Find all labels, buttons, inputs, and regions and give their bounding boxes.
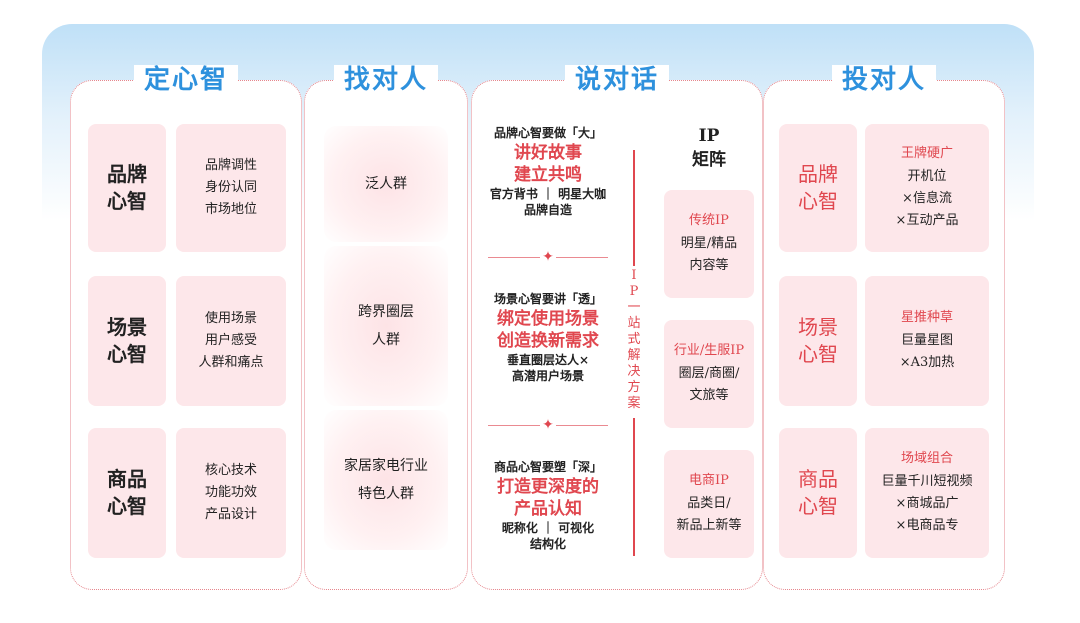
speak-slogan: 产品认知 xyxy=(514,499,582,519)
column-title-speak: 说对话 xyxy=(471,60,763,100)
mind-point: 用户感受 xyxy=(204,333,257,348)
audience-line: 特色人群 xyxy=(358,486,414,502)
mind-points-card-scene: 使用场景 用户感受 人群和痛点 xyxy=(176,276,286,406)
mind-point: 核心技术 xyxy=(204,463,257,478)
mind-point: 人群和痛点 xyxy=(198,355,264,370)
ip-card-industry: 行业/生服IP 圈层/商圈/ 文旅等 xyxy=(664,320,754,428)
mind-point: 品牌调性 xyxy=(204,158,257,173)
column-title-placement: 投对人 xyxy=(763,60,1005,100)
speak-block-product: 商品心智要塑「深」 打造更深度的 产品认知 昵称化 ｜ 可视化 结构化 xyxy=(478,458,618,552)
mind-points-card-product: 核心技术 功能功效 产品设计 xyxy=(176,428,286,558)
placement-detail: ×商城品广 xyxy=(895,496,959,511)
placement-detail-card-brand: 王牌硬广 开机位 ×信息流 ×互动产品 xyxy=(865,124,989,252)
speak-detail: 品牌自造 xyxy=(523,203,572,217)
placement-label-card-scene: 场景 心智 xyxy=(779,276,857,406)
column-title-mind: 定心智 xyxy=(70,60,302,100)
mind-point: 身份认同 xyxy=(204,180,257,195)
placement-name: 王牌硬广 xyxy=(900,146,953,161)
mind-label-line: 心智 xyxy=(107,494,147,518)
speak-separator: ✦ xyxy=(488,250,608,264)
placement-label-card-brand: 品牌 心智 xyxy=(779,124,857,252)
placement-detail-card-product: 场域组合 巨量千川短视频 ×商城品广 ×电商品专 xyxy=(865,428,989,558)
ip-name: 传统IP xyxy=(689,213,729,228)
mind-label-line: 心智 xyxy=(107,189,147,213)
speak-detail: 结构化 xyxy=(529,537,566,551)
audience-line: 家居家电行业 xyxy=(344,458,428,474)
speak-slogan: 创造换新需求 xyxy=(497,331,599,351)
ip-divider-line-bottom xyxy=(633,418,635,556)
ip-card-ecommerce: 电商IP 品类日/ 新品上新等 xyxy=(664,450,754,558)
speak-separator: ✦ xyxy=(488,418,608,432)
column-title-audience: 找对人 xyxy=(304,60,468,100)
placement-detail: ×信息流 xyxy=(902,191,952,206)
ip-card-traditional: 传统IP 明星/精品 内容等 xyxy=(664,190,754,298)
ip-name: 行业/生服IP xyxy=(673,343,745,358)
mind-label-card-product: 商品 心智 xyxy=(88,428,166,558)
speak-heading: 品牌心智要做「大」 xyxy=(493,126,602,140)
placement-detail-card-scene: 星推种草 巨量星图 ×A3加热 xyxy=(865,276,989,406)
diamond-icon: ✦ xyxy=(542,249,554,265)
speak-slogan: 绑定使用场景 xyxy=(497,309,599,329)
speak-detail: 昵称化 ｜ 可视化 xyxy=(501,521,595,535)
audience-line: 泛人群 xyxy=(365,176,407,192)
mind-label-line: 商品 xyxy=(107,467,147,491)
placement-detail: 开机位 xyxy=(907,169,947,184)
mind-point: 产品设计 xyxy=(204,507,257,522)
placement-label-line: 心智 xyxy=(798,189,838,213)
diamond-icon: ✦ xyxy=(542,417,554,433)
ip-name: 电商IP xyxy=(689,473,729,488)
placement-name: 星推种草 xyxy=(900,310,953,325)
placement-label-line: 商品 xyxy=(798,467,838,491)
ip-solution-vertical-label: I P 一 站 式 解 决 方 案 xyxy=(626,268,642,412)
speak-detail: 垂直圈层达人× xyxy=(506,353,590,367)
audience-card-broad: 泛人群 xyxy=(324,126,448,242)
mind-point: 使用场景 xyxy=(204,311,257,326)
speak-heading: 商品心智要塑「深」 xyxy=(493,460,602,474)
audience-card-industry: 家居家电行业 特色人群 xyxy=(324,410,448,550)
ip-divider-line-top xyxy=(633,150,635,266)
mind-point: 功能功效 xyxy=(204,485,257,500)
audience-line: 跨界圈层 xyxy=(358,304,414,320)
mind-point: 市场地位 xyxy=(204,202,257,217)
speak-detail: 官方背书 ｜ 明星大咖 xyxy=(489,187,607,201)
ip-matrix-title: IP 矩阵 xyxy=(692,126,726,170)
ip-detail: 明星/精品 xyxy=(680,236,738,251)
placement-label-line: 场景 xyxy=(798,315,838,339)
speak-detail: 高潜用户场景 xyxy=(511,369,584,383)
placement-label-card-product: 商品 心智 xyxy=(779,428,857,558)
audience-card-crossover: 跨界圈层 人群 xyxy=(324,246,448,406)
mind-label-card-scene: 场景 心智 xyxy=(88,276,166,406)
placement-detail: ×电商品专 xyxy=(895,518,959,533)
placement-detail: ×互动产品 xyxy=(895,213,959,228)
placement-label-line: 心智 xyxy=(798,494,838,518)
placement-label-line: 心智 xyxy=(798,342,838,366)
placement-detail: 巨量星图 xyxy=(900,333,953,348)
speak-slogan: 打造更深度的 xyxy=(497,477,599,497)
mind-label-line: 心智 xyxy=(107,342,147,366)
placement-label-line: 品牌 xyxy=(798,162,838,186)
mind-label-line: 场景 xyxy=(107,315,147,339)
speak-heading: 场景心智要讲「透」 xyxy=(493,292,602,306)
ip-detail: 品类日/ xyxy=(687,496,731,511)
speak-block-brand: 品牌心智要做「大」 讲好故事 建立共鸣 官方背书 ｜ 明星大咖 品牌自造 xyxy=(478,124,618,218)
speak-slogan: 讲好故事 xyxy=(514,143,582,163)
mind-label-line: 品牌 xyxy=(107,162,147,186)
ip-detail: 文旅等 xyxy=(689,388,729,403)
audience-line: 人群 xyxy=(372,332,400,348)
ip-detail: 圈层/商圈/ xyxy=(678,366,740,381)
ip-detail: 内容等 xyxy=(689,258,729,273)
placement-name: 场域组合 xyxy=(900,451,953,466)
ip-detail: 新品上新等 xyxy=(676,518,742,533)
placement-detail: ×A3加热 xyxy=(899,355,955,370)
mind-points-card-brand: 品牌调性 身份认同 市场地位 xyxy=(176,124,286,252)
mind-label-card-brand: 品牌 心智 xyxy=(88,124,166,252)
speak-slogan: 建立共鸣 xyxy=(514,165,582,185)
speak-block-scene: 场景心智要讲「透」 绑定使用场景 创造换新需求 垂直圈层达人× 高潜用户场景 xyxy=(478,290,618,384)
placement-detail: 巨量千川短视频 xyxy=(881,474,973,489)
